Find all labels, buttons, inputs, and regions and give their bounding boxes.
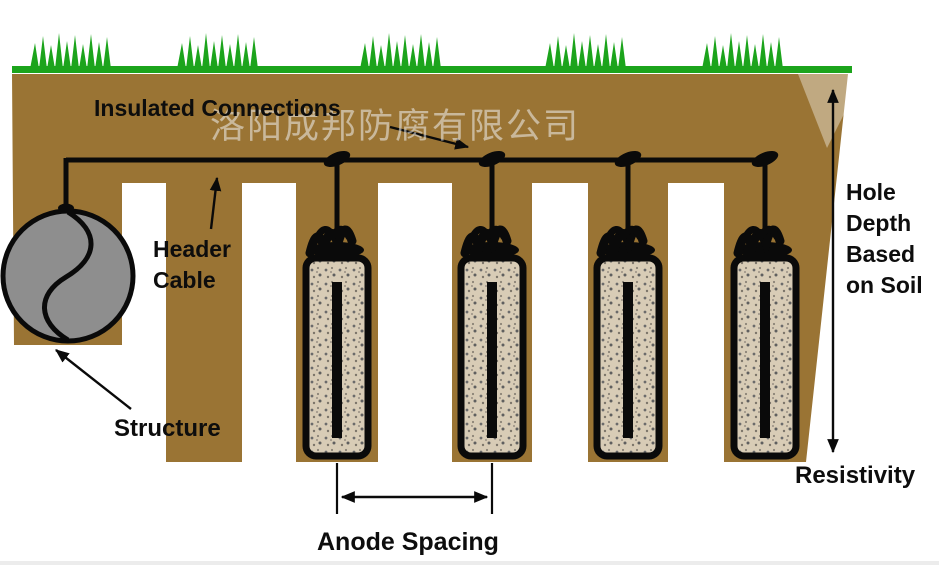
structure-symbol [0,208,136,344]
label-hole-depth: Hole Depth Based on Soil [846,177,923,301]
label-hole-depth-line1: Hole [846,179,896,205]
label-header-cable: Header Cable [153,234,231,296]
insulated-connections-arrow [389,125,470,150]
grass-tufts [30,33,783,69]
structure-arrow [55,349,132,410]
label-anode-spacing: Anode Spacing [317,528,499,556]
grass-line [12,66,852,73]
label-header-cable-line1: Header [153,236,231,262]
structure-seam-curve [42,209,94,343]
label-insulated-connections: Insulated Connections [94,95,341,121]
label-resistivity: Resistivity [795,462,916,489]
company-watermark: 洛阳成邦防腐有限公司 [210,107,581,146]
label-header-cable-line2: Cable [153,267,216,293]
image-bottom-edge [0,561,939,565]
anode-layer [306,148,796,456]
header-cable-arrow [209,176,222,230]
label-hole-depth-line2: Depth [846,210,912,236]
label-structure: Structure [114,415,221,442]
label-hole-depth-line3: Based [846,241,916,267]
label-hole-depth-line4: on Soil [846,272,923,298]
anode-spacing-dimension [335,463,494,514]
